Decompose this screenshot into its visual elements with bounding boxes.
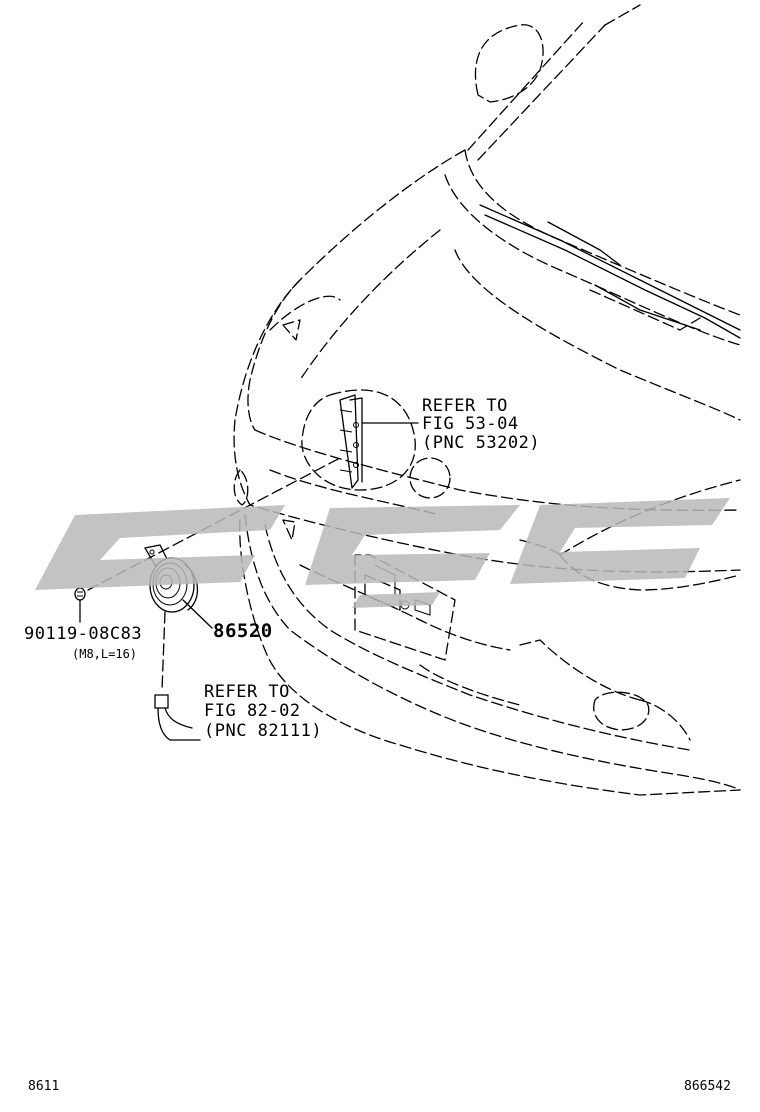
part-number-horn: 86520 xyxy=(213,620,273,642)
part-bolt-spec: (M8,L=16) xyxy=(72,647,137,661)
corner-label-right: 866542 xyxy=(684,1079,731,1094)
watermark-logo xyxy=(35,498,730,608)
refer-bottom-line-3: (PNC 82111) xyxy=(204,721,322,741)
part-number-bolt: 90119-08C83 xyxy=(24,624,142,644)
refer-top-line-2: FIG 53-04 xyxy=(422,414,519,434)
refer-bottom-line-1: REFER TO xyxy=(204,682,290,702)
detail-circle xyxy=(301,389,419,491)
refer-top-line-3: (PNC 53202) xyxy=(422,433,540,453)
labels: REFER TO FIG 53-04 (PNC 53202) 86520 901… xyxy=(24,396,731,1094)
refer-top-line-1: REFER TO xyxy=(422,396,508,416)
refer-bottom-line-2: FIG 82-02 xyxy=(204,701,301,721)
corner-label-left: 8611 xyxy=(28,1079,59,1094)
